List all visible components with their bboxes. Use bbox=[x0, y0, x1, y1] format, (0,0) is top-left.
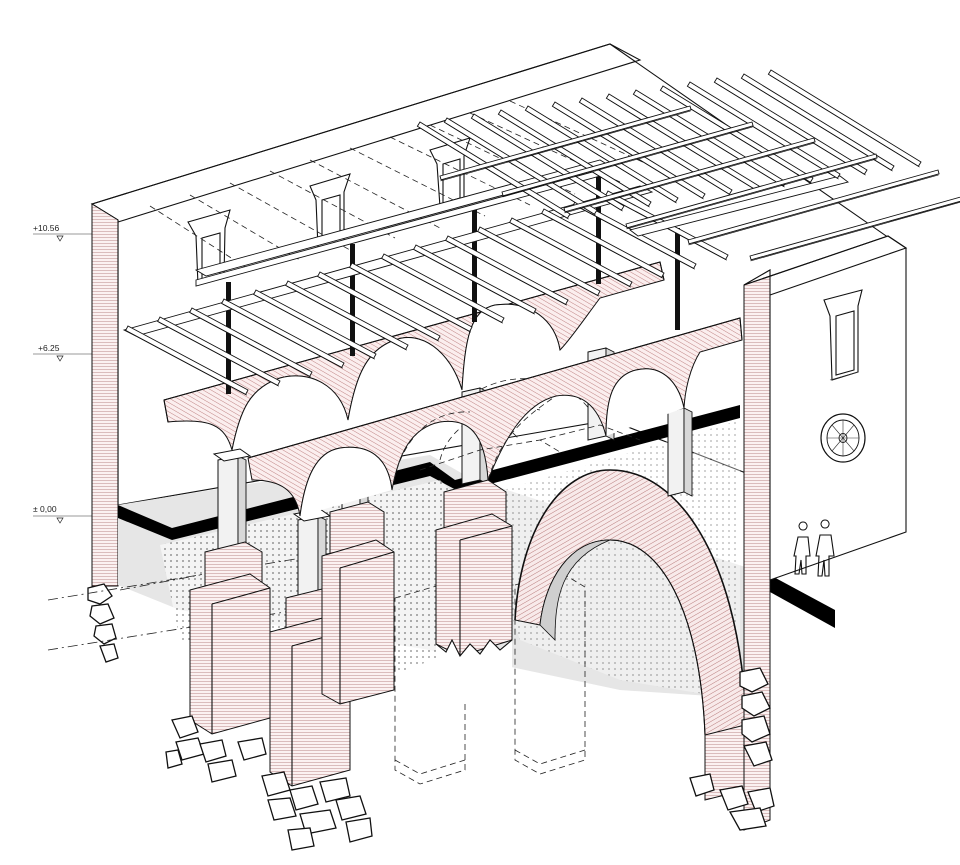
upper-joist-edge bbox=[445, 122, 596, 216]
right-foundation-stones bbox=[689, 667, 775, 831]
roof-purlin-edge bbox=[688, 174, 939, 246]
lower-joist-edge bbox=[254, 294, 375, 360]
roof-purlin bbox=[563, 137, 816, 213]
side-window bbox=[823, 289, 863, 381]
lower-joist-edge bbox=[542, 213, 663, 279]
roof-purlin bbox=[625, 153, 878, 229]
roof-purlin-edge bbox=[502, 126, 753, 198]
level-label-middle: +6.25 bbox=[38, 343, 60, 353]
level-label-top: +10.56 bbox=[33, 223, 60, 233]
rose-window-icon bbox=[820, 413, 866, 463]
floor-beams-lower bbox=[122, 185, 729, 396]
lower-joist-edge bbox=[350, 267, 471, 333]
lower-joist-edge bbox=[414, 249, 535, 315]
upper-joist-edge bbox=[715, 82, 866, 176]
roof-purlin bbox=[687, 169, 940, 245]
roof-purlin bbox=[501, 121, 754, 197]
lower-joist-edge bbox=[574, 204, 695, 270]
level-triangle-icon bbox=[56, 355, 64, 362]
level-label-ground: ± 0,00 bbox=[33, 504, 57, 514]
lower-joist-edge bbox=[510, 222, 631, 288]
lower-joist-edge bbox=[446, 240, 567, 306]
upper-joist-edge bbox=[688, 86, 839, 180]
upper-joist bbox=[767, 69, 922, 167]
upper-joist-edge bbox=[472, 118, 623, 212]
arcade-front bbox=[247, 317, 743, 517]
pier-front-left bbox=[165, 448, 271, 783]
arcade-rear bbox=[163, 261, 665, 451]
lower-joist-edge bbox=[478, 231, 599, 297]
roof-purlin-edge bbox=[750, 201, 960, 262]
roof-beams-upper bbox=[194, 69, 960, 287]
upper-joist-edge bbox=[553, 106, 704, 200]
lower-joist-edge bbox=[382, 258, 503, 324]
upper-joist-edge bbox=[769, 74, 920, 168]
roof-purlin-edge bbox=[440, 110, 691, 182]
roof-purlin-edge bbox=[564, 142, 815, 214]
lower-joist-edge bbox=[190, 312, 311, 378]
right-side-wall bbox=[689, 235, 908, 831]
lower-joist-edge bbox=[286, 285, 407, 351]
steel-posts bbox=[226, 174, 680, 394]
level-triangle-icon bbox=[56, 235, 64, 242]
lower-joist-edge bbox=[318, 276, 439, 342]
human-figures-icon bbox=[793, 519, 835, 577]
upper-joist-edge bbox=[418, 126, 569, 220]
roof-purlin bbox=[439, 105, 692, 181]
roof-purlin-edge bbox=[626, 158, 877, 230]
lower-joist-edge bbox=[222, 303, 343, 369]
left-foundation-stones bbox=[87, 583, 119, 663]
roof-purlin bbox=[749, 196, 960, 261]
left-cut-wall bbox=[91, 203, 119, 587]
lower-joist-edge bbox=[126, 330, 247, 396]
hidden-arch-lines bbox=[391, 395, 641, 491]
upper-joist-edge bbox=[742, 78, 893, 172]
level-triangle-icon bbox=[56, 517, 64, 524]
upper-joist-edge bbox=[634, 94, 785, 188]
lower-joist-edge bbox=[158, 321, 279, 387]
